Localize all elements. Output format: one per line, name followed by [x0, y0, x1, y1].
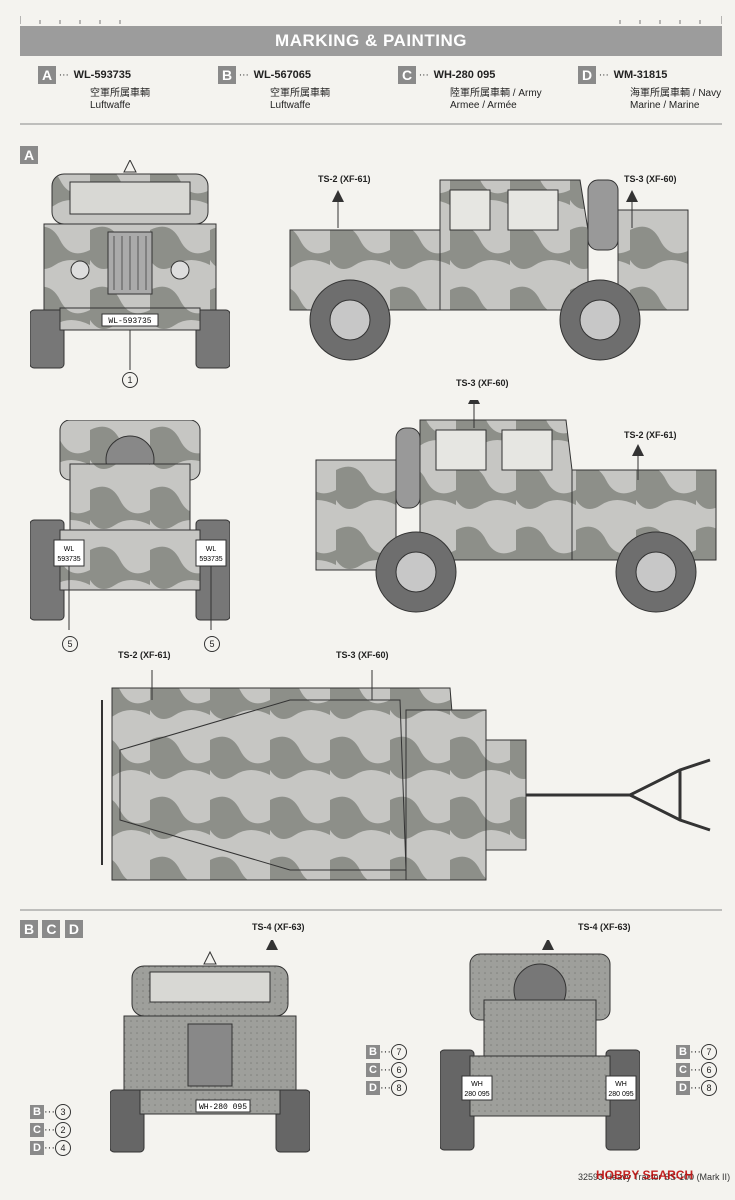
callout-row-rear-left: C···6 — [366, 1062, 407, 1078]
callout-ts3: TS-3 (XF-60) — [336, 650, 389, 660]
callout-number: 1 — [122, 372, 138, 388]
front-plate-a: WL-593735 — [108, 317, 151, 326]
rear-plate-bcd-top: WH — [471, 1081, 483, 1088]
legend-en: Luftwaffe — [270, 100, 311, 111]
front-view-a: WL-593735 — [30, 160, 230, 370]
legend-code: WL-593735 — [73, 69, 132, 81]
callout-row-front: D···4 — [30, 1140, 71, 1156]
callout-ts4: TS-4 (XF-63) — [252, 922, 305, 932]
section-a-label: A — [20, 146, 38, 164]
callout-ts3: TS-3 (XF-60) — [624, 174, 677, 184]
rear-view-a: WL 593735 WL 593735 — [30, 420, 230, 630]
callout-row-front: C···2 — [30, 1122, 71, 1138]
callout-ts3: TS-3 (XF-60) — [456, 378, 509, 388]
legend-code: WM-31815 — [613, 69, 668, 81]
legend-code: WL-567065 — [253, 69, 312, 81]
section-bcd-label: B C D — [20, 920, 83, 938]
rear-plate-a-top: WL — [64, 546, 75, 553]
side-view-a-1 — [289, 179, 689, 361]
callout-number: 5 — [62, 636, 78, 652]
callout-ts2: TS-2 (XF-61) — [624, 430, 677, 440]
marking-legend: A ··· WL-593735 空軍所属車輌 Luftwaffe B ··· W… — [20, 62, 722, 122]
legend-code: WH-280 095 — [433, 69, 496, 81]
legend-letter: B — [218, 66, 236, 84]
top-view-a — [101, 670, 711, 881]
legend-jp: 空軍所属車輌 — [90, 88, 150, 99]
legend-en: Luftwaffe — [90, 100, 131, 111]
legend-letter: A — [38, 66, 56, 84]
rear-plate-a-num: 593735 — [199, 556, 222, 563]
rear-view-bcd: WH 280 095 WH 280 095 — [440, 940, 640, 1151]
legend-item-a: A ··· WL-593735 空軍所属車輌 Luftwaffe — [38, 66, 150, 112]
legend-letter: D — [578, 66, 596, 84]
page-title: MARKING & PAINTING — [275, 31, 467, 50]
legend-letter: C — [398, 66, 416, 84]
front-plate-bcd: WH-280 095 — [199, 1103, 247, 1112]
legend-item-b: B ··· WL-567065 空軍所属車輌 Luftwaffe — [218, 66, 330, 112]
callout-row-rear-right: B···7 — [676, 1044, 717, 1060]
title-banner: MARKING & PAINTING — [20, 26, 722, 56]
callout-row-front: B···3 — [30, 1104, 71, 1120]
callout-ts2: TS-2 (XF-61) — [118, 650, 171, 660]
footer: 32593 Heavy Tractor SS-100 (Mark II) — [578, 1172, 730, 1182]
callout-number: 5 — [204, 636, 220, 652]
rear-plate-a-num: 593735 — [57, 556, 80, 563]
callout-ts4: TS-4 (XF-63) — [578, 922, 631, 932]
legend-item-d: D ··· WM-31815 海軍所属車輌 / Navy Marine / Ma… — [578, 66, 721, 112]
watermark-logo: HOBBY SEARCH — [596, 1168, 694, 1182]
legend-en: Marine / Marine — [630, 100, 700, 111]
legend-jp: 空軍所属車輌 — [270, 88, 330, 99]
rear-plate-a-top: WL — [206, 546, 217, 553]
legend-item-c: C ··· WH-280 095 陸軍所属車輌 / Army Armee / A… — [398, 66, 542, 112]
side-view-a-2 — [315, 400, 717, 613]
legend-jp: 陸軍所属車輌 / Army — [450, 88, 542, 99]
legend-jp: 海軍所属車輌 / Navy — [630, 88, 722, 99]
rear-plate-bcd-num: 280 095 — [464, 1091, 489, 1098]
callout-row-rear-left: B···7 — [366, 1044, 407, 1060]
callout-row-rear-right: D···8 — [676, 1080, 717, 1096]
rear-plate-bcd-num: 280 095 — [608, 1091, 633, 1098]
callout-ts2: TS-2 (XF-61) — [318, 174, 371, 184]
footer-text: 32593 Heavy Tractor SS-100 (Mark II) — [578, 1172, 731, 1182]
callout-row-rear-right: C···6 — [676, 1062, 717, 1078]
front-view-bcd: WH-280 095 — [110, 940, 310, 1153]
rear-plate-bcd-top: WH — [615, 1081, 627, 1088]
callout-row-rear-left: D···8 — [366, 1080, 407, 1096]
register-ticks — [20, 16, 722, 24]
legend-en: Armee / Armée — [450, 100, 517, 111]
